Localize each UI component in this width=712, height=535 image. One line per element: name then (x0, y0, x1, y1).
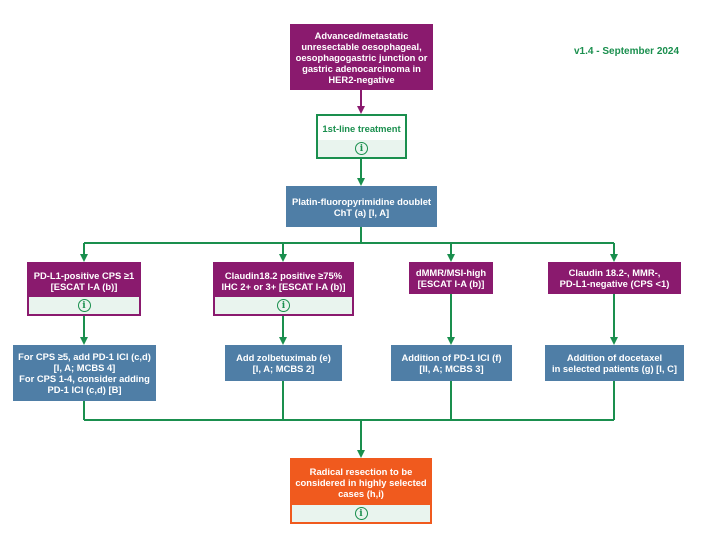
dmmr-line: dMMR/MSI-high (415, 267, 487, 278)
docetaxel-box: Addition of docetaxel in selected patien… (545, 345, 684, 381)
info-icon[interactable]: i (77, 299, 91, 312)
info-bar[interactable]: i (318, 140, 405, 157)
first-line-treatment-box[interactable]: 1st-line treatment i (316, 114, 407, 159)
doublet-line: ChT (a) [I, A] (333, 206, 390, 218)
pd1-line: For CPS 1-4, consider adding (19, 373, 150, 384)
pd1-line: [I, A; MCBS 4] (53, 362, 116, 373)
start-line: unresectable oesophageal, (301, 40, 422, 52)
start-line: gastric adenocarcinoma in (302, 62, 421, 74)
pd1-dmmr-line: [II, A; MCBS 3] (419, 363, 484, 374)
info-icon[interactable]: i (355, 142, 368, 155)
claudin-positive-box[interactable]: Claudin18.2 positive ≥75% IHC 2+ or 3+ [… (213, 262, 354, 316)
claudin-negative-box: Claudin 18.2-, MMR-, PD-L1-negative (CPS… (548, 262, 681, 294)
version-label: v1.4 - September 2024 (574, 46, 680, 57)
start-line: Advanced/metastatic (314, 29, 409, 41)
info-bar[interactable]: i (215, 297, 352, 314)
resection-line: considered in highly selected (295, 477, 427, 488)
pdl1-line: [ESCAT I-A (b)] (50, 280, 118, 292)
pd1-ici-box: For CPS ≥5, add PD-1 ICI (c,d) [I, A; MC… (13, 345, 156, 401)
docetaxel-line: Addition of docetaxel (566, 352, 663, 363)
info-icon[interactable]: i (277, 299, 290, 312)
doublet-chemo-box: Platin-fluoropyrimidine doublet ChT (a) … (286, 186, 437, 227)
claudin-pos-line: IHC 2+ or 3+ [ESCAT I-A (b)] (221, 280, 346, 292)
pd1-dmmr-line: Addition of PD-1 ICI (f) (401, 352, 502, 363)
pdl1-line: PD-L1-positive CPS ≥1 (33, 269, 135, 281)
resection-line: cases (h,i) (338, 488, 384, 499)
resection-line: Radical resection to be (309, 466, 413, 477)
zolbetuximab-line: [I, A; MCBS 2] (252, 363, 315, 374)
pdl1-positive-box[interactable]: PD-L1-positive CPS ≥1 [ESCAT I-A (b)] i (27, 262, 141, 316)
start-line: HER2-negative (328, 73, 395, 85)
start-condition-box: Advanced/metastatic unresectable oesopha… (290, 24, 433, 90)
claudin-pos-line: Claudin18.2 positive ≥75% (224, 269, 343, 281)
radical-resection-box[interactable]: Radical resection to be considered in hi… (290, 458, 432, 524)
info-icon[interactable]: i (354, 507, 368, 520)
docetaxel-line: in selected patients (g) [I, C] (551, 363, 677, 374)
info-bar[interactable]: i (29, 297, 139, 314)
pd1-dmmr-box: Addition of PD-1 ICI (f) [II, A; MCBS 3] (391, 345, 512, 381)
claudin-neg-line: PD-L1-negative (CPS <1) (559, 278, 670, 289)
pd1-line: For CPS ≥5, add PD-1 ICI (c,d) (18, 351, 151, 362)
first-line-label: 1st-line treatment (322, 122, 401, 134)
zolbetuximab-box: Add zolbetuximab (e) [I, A; MCBS 2] (225, 345, 342, 381)
claudin-neg-line: Claudin 18.2-, MMR-, (568, 267, 661, 278)
doublet-line: Platin-fluoropyrimidine doublet (291, 195, 432, 207)
pd1-line: PD-1 ICI (c,d) [B] (47, 384, 122, 395)
start-line: oesophagogastric junction or (295, 51, 428, 63)
dmmr-msi-box: dMMR/MSI-high [ESCAT I-A (b)] (409, 262, 493, 294)
dmmr-line: [ESCAT I-A (b)] (417, 278, 485, 289)
zolbetuximab-line: Add zolbetuximab (e) (236, 352, 331, 363)
info-bar[interactable]: i (292, 505, 430, 522)
